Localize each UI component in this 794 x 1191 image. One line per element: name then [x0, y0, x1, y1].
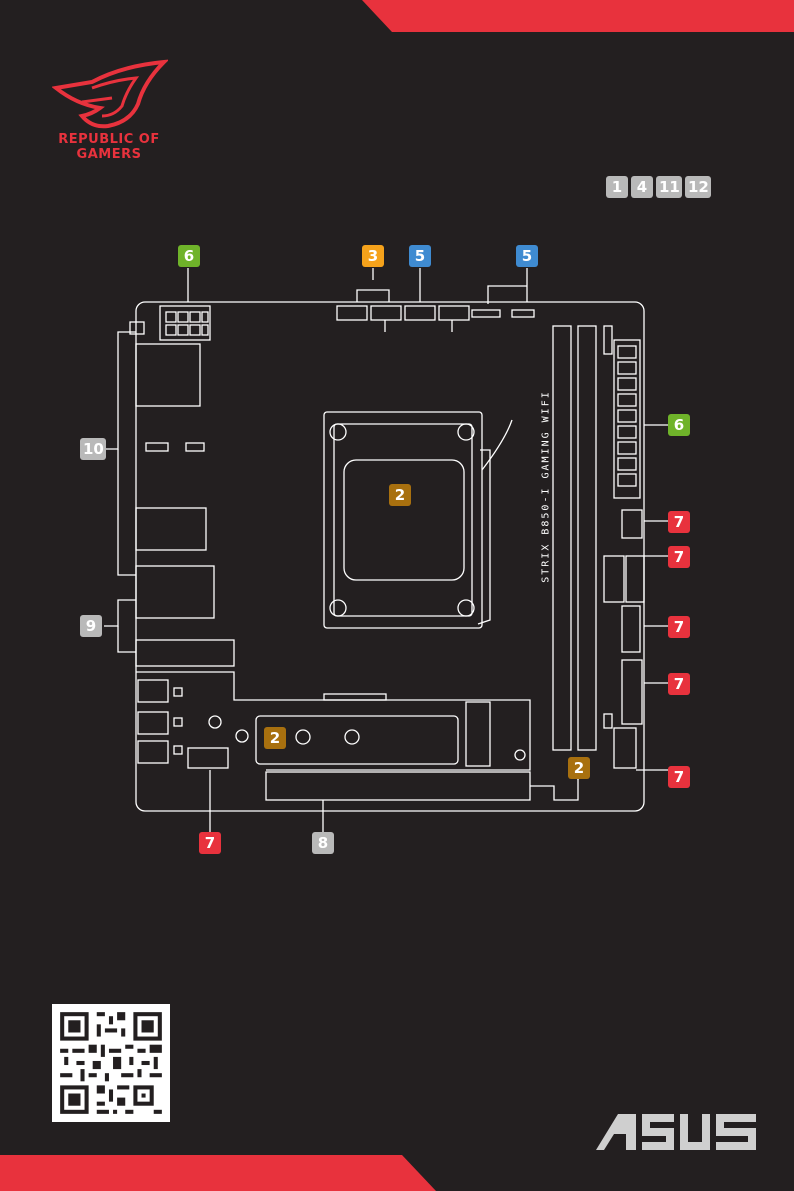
badge-rgb-right: 5 [516, 245, 538, 267]
badge-front-audio: 7 [199, 832, 221, 854]
badge-rgb-left: 5 [409, 245, 431, 267]
badge-dimm-slot: 2 [568, 757, 590, 779]
badge-m2-slot: 2 [264, 727, 286, 749]
badge-sata-single: 7 [668, 616, 690, 638]
board-name-label: STRIX B850-I GAMING WIFI [541, 367, 552, 607]
badge-atx-power: 6 [668, 414, 690, 436]
badge-fan-headers: 3 [362, 245, 384, 267]
badge-audio: 9 [80, 615, 102, 637]
badge-usb-header: 7 [668, 511, 690, 533]
badge-cpu-socket: 2 [389, 484, 411, 506]
badge-sata-ports: 7 [668, 546, 690, 568]
badge-system-panel: 7 [668, 766, 690, 788]
badge-pcie-slot: 8 [312, 832, 334, 854]
asus-logo-icon [596, 1112, 760, 1150]
badge-front-panel: 7 [668, 673, 690, 695]
badge-cpu-power: 6 [178, 245, 200, 267]
badge-rear-io: 10 [80, 438, 106, 460]
qr-code-icon [52, 1004, 170, 1122]
